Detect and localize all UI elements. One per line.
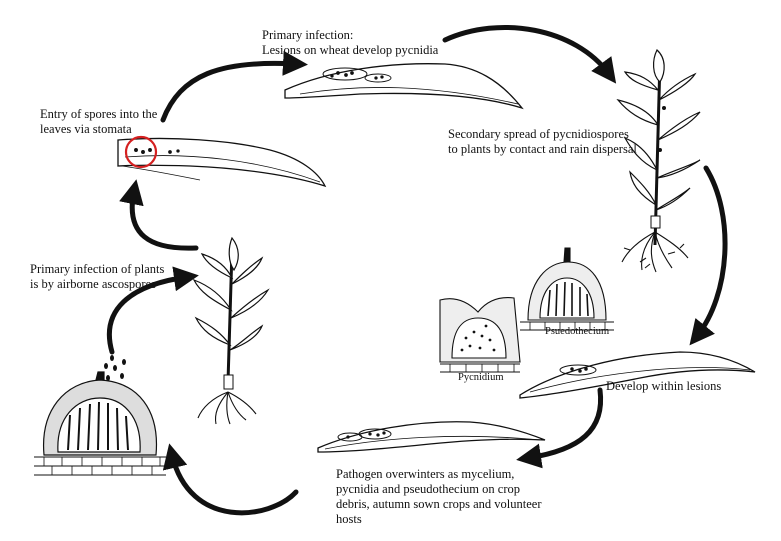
label-line: leaves via stomata [40,122,132,136]
pycnidium-icon [439,297,521,373]
cycle-arrow-icon [442,25,617,84]
label-airborne-infection: Primary infection of plants is by airbor… [30,262,164,292]
cycle-arrow-icon [689,165,728,346]
label-line: is by airborne ascospores [30,277,157,291]
label-line: Lesions on wheat develop pycnidia [262,43,439,57]
wheat-plant-icon [192,236,270,425]
wheat-leaf-icon [117,137,327,188]
wheat-plant-icon [616,49,701,273]
pseudothecium-icon [34,355,166,476]
label-overwinters: Pathogen overwinters as mycelium, pycnid… [336,467,542,527]
label-line: Primary infection: [262,28,354,42]
label-line: Secondary spread of pycnidiospores [448,127,629,141]
label-pycnidium: Pycnidium [458,372,504,383]
cycle-arrow-icon [119,179,199,251]
label-line: Primary infection of plants [30,262,165,276]
label-line: debris, autumn sown crops and volunteer [336,497,542,511]
label-line: to plants by contact and rain dispersal [448,142,637,156]
wheat-leaf-icon [519,351,756,399]
label-line: Pathogen overwinters as mycelium, [336,467,515,481]
label-develop-within-lesions: Develop within lesions [606,379,722,393]
label-secondary-spread: Secondary spread of pycnidiospores to pl… [448,127,637,157]
label-entry-of-spores: Entry of spores into the leaves via stom… [40,107,157,137]
cycle-arrow-icon [160,50,308,123]
cycle-arrow-icon [516,387,604,469]
label-psuedothecium: Psuedothecium [545,326,610,337]
stomata-highlight-icon [124,135,158,169]
cycle-arrow-icon [162,443,299,516]
label-line: Entry of spores into the [40,107,158,121]
label-line: pycnidia and pseudothecium on crop [336,482,520,496]
label-primary-infection: Primary infection: Lesions on wheat deve… [262,28,438,58]
wheat-leaf-icon [284,63,524,110]
pseudothecium-icon [520,247,614,331]
label-line: hosts [336,512,362,526]
cycle-arrow-icon [106,266,199,355]
wheat-leaf-icon [317,421,546,453]
